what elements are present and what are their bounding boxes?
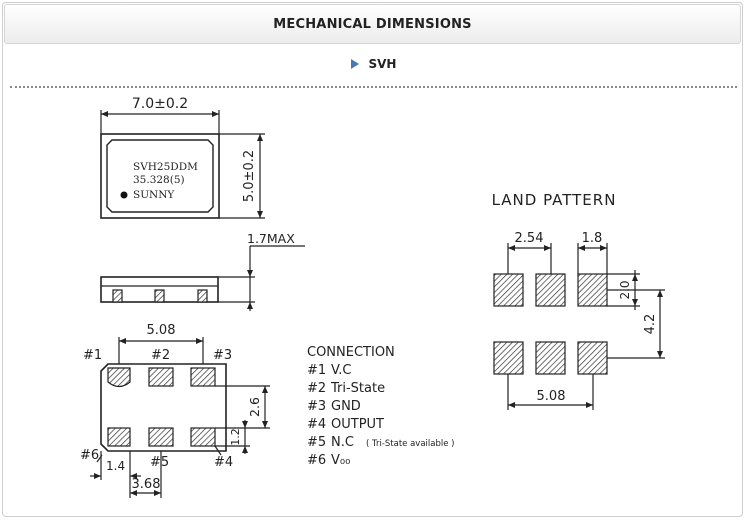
dim-land-total: 5.08: [537, 389, 566, 404]
dim-bottom-spacing: 2.6: [247, 397, 262, 417]
pin-label-3: #3: [213, 348, 232, 363]
dim-side-height: 1.7MAX: [247, 231, 295, 246]
bottom-view-package: [100, 363, 227, 452]
dim-land-pad-height: 2.0: [618, 280, 632, 299]
connection-title: CONNECTION: [307, 345, 395, 360]
connection-pin-4-num: #4: [307, 417, 326, 432]
connection-pin-3-num: #3: [307, 399, 326, 414]
marking-line-1: SVH25DDM: [133, 161, 198, 173]
dim-bottom-pad-center: 3.68: [132, 477, 161, 492]
connection-pin-3-text: GND: [331, 399, 361, 414]
bottom-view: [90, 337, 270, 498]
connection-pin-1-num: #1: [307, 363, 326, 378]
triangle-bullet-icon: [350, 59, 359, 69]
pin-label-1: #1: [83, 348, 102, 363]
pin1-marker-dot: [120, 191, 128, 199]
connection-pin-4-text: OUTPUT: [331, 417, 384, 432]
dim-land-pitch: 2.54: [515, 231, 544, 246]
side-view: [100, 245, 305, 311]
land-pattern: [493, 243, 665, 410]
model-name: SVH: [368, 57, 397, 71]
pin-label-5: #5: [150, 455, 169, 470]
pin-label-2: #2: [151, 348, 170, 363]
connection-pin-1-text: V.C: [331, 363, 351, 378]
top-view: [100, 110, 265, 219]
pin-label-6: #6: [80, 448, 99, 463]
pin-label-4: #4: [214, 455, 233, 470]
land-pattern-title: LAND PATTERN: [492, 191, 617, 209]
dim-bottom-pitch: 5.08: [147, 323, 176, 338]
connection-pin-5-num: #5: [307, 435, 326, 450]
connection-pin-5-note: ( Tri-State available ): [366, 439, 454, 449]
connection-pin-6-text: V₀₀: [331, 453, 350, 468]
dim-bottom-pad-height: 1.2: [229, 428, 242, 446]
connection-pin-6-num: #6: [307, 453, 326, 468]
marking-line-2: 35.328(5): [133, 174, 185, 186]
page-title: MECHANICAL DIMENSIONS: [273, 16, 472, 32]
top-view-package: [100, 133, 220, 219]
connection-pin-5-text: N.C: [331, 435, 354, 450]
model-heading: SVH: [0, 52, 747, 76]
dim-land-pad-width: 1.8: [582, 231, 603, 246]
dim-land-row-spacing: 4.2: [643, 314, 658, 335]
dim-top-width: 7.0±0.2: [132, 96, 188, 112]
dim-bottom-edge: 1.4: [106, 459, 125, 473]
connection-pin-2-text: Tri-State: [330, 381, 385, 396]
dotted-divider: [10, 86, 737, 88]
connection-pin-2-num: #2: [307, 381, 326, 396]
marking-line-3: SUNNY: [133, 189, 175, 201]
dim-top-height: 5.0±0.2: [242, 150, 257, 202]
top-view-lid: [106, 139, 214, 213]
title-bar: MECHANICAL DIMENSIONS: [4, 4, 741, 44]
